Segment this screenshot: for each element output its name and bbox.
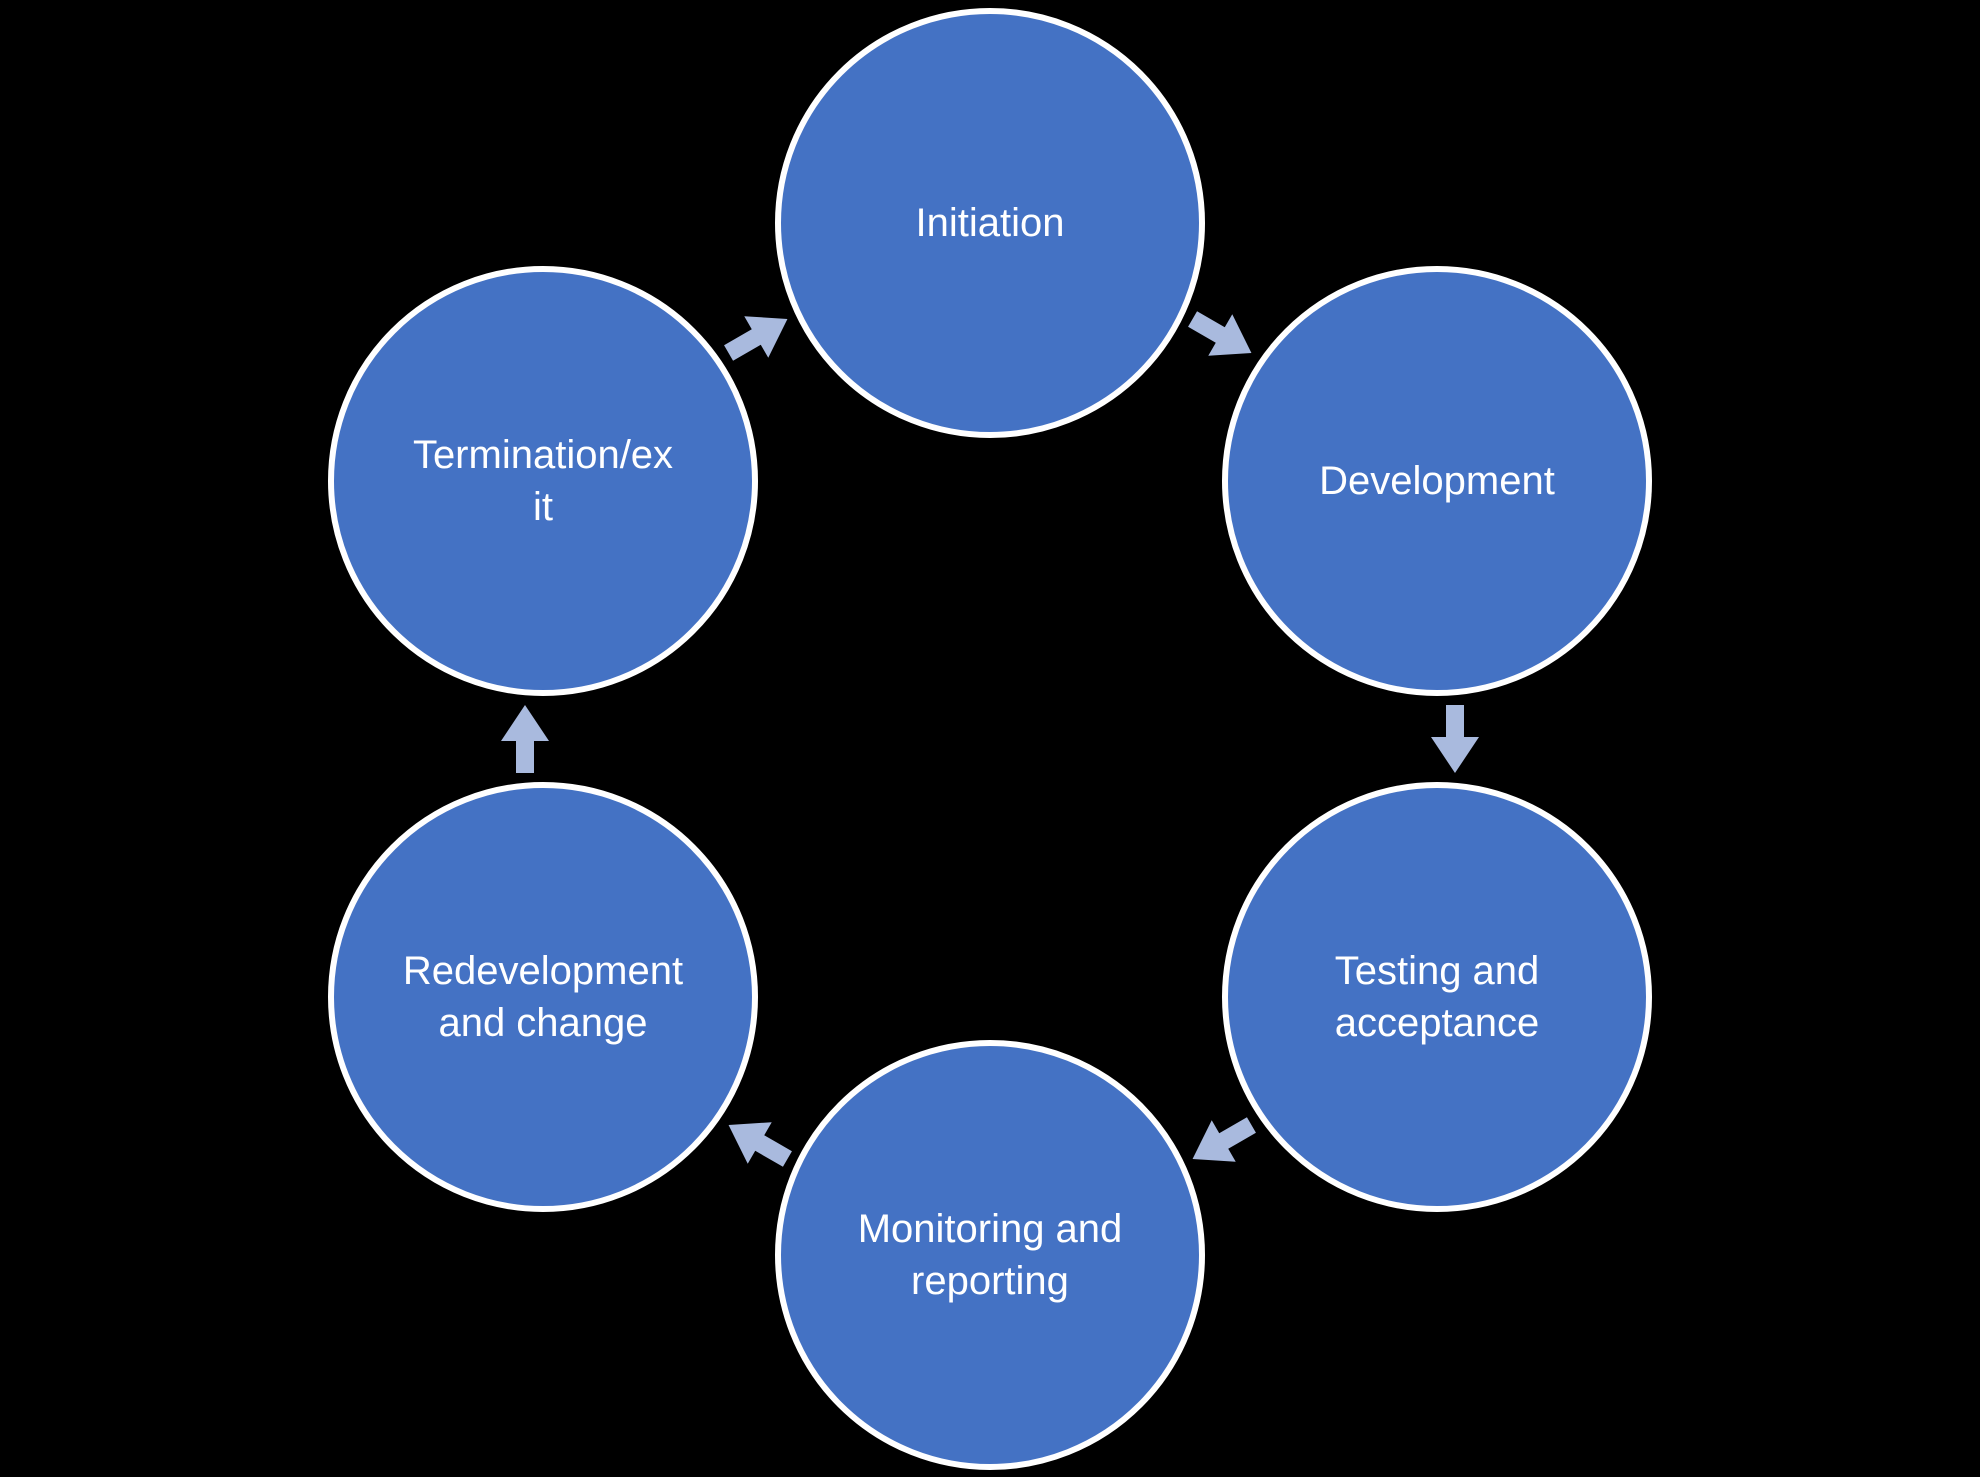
cycle-node-development: Development [1222,266,1652,696]
arrow-shape [724,316,788,361]
arrow-initiation-to-development-icon [1188,311,1252,356]
cycle-node-label: Monitoring and reporting [857,1207,1123,1303]
arrow-shape [1192,1117,1256,1162]
arrow-shape [1188,311,1252,356]
cycle-node-label: Testing and acceptance [1334,949,1540,1045]
arrow-termination-to-initiation-icon [724,316,788,361]
cycle-node-label: Redevelopment and change [402,949,684,1045]
cycle-node-label: Termination/ex it [412,433,674,529]
arrow-shape [728,1122,792,1167]
arrow-development-to-testing-icon [1431,705,1479,773]
arrow-monitoring-to-redevelopment-icon [728,1122,792,1167]
cycle-node-termination-exit: Termination/ex it [328,266,758,696]
arrow-shape [1431,705,1479,773]
cycle-node-label: Initiation [915,201,1065,245]
arrow-redevelopment-to-termination-icon [501,705,549,773]
cycle-node-initiation: Initiation [775,8,1205,438]
arrow-testing-to-monitoring-icon [1192,1117,1256,1162]
arrow-shape [501,705,549,773]
cycle-node-monitoring-and-reporting: Monitoring and reporting [775,1040,1205,1470]
cycle-node-redevelopment-and-change: Redevelopment and change [328,782,758,1212]
cycle-node-testing-and-acceptance: Testing and acceptance [1222,782,1652,1212]
cycle-node-label: Development [1319,459,1555,503]
